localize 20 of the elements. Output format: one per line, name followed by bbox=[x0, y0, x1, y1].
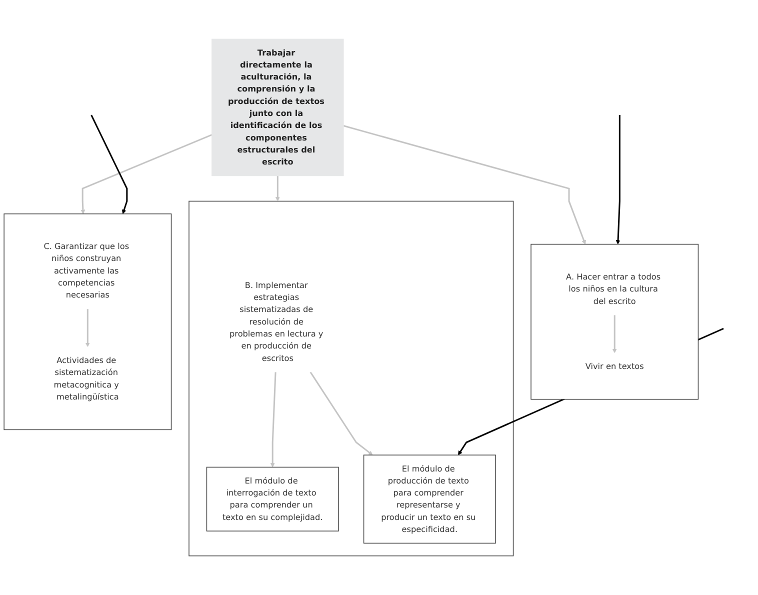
node-text: A. Hacer entrar a todos los niños en la cultura del escrito bbox=[566, 272, 661, 306]
arrow bbox=[310, 372, 373, 456]
node-text: B. Implementar estrategias sistematizadas de resolución de problemas en lectura y en producción de escritos bbox=[230, 280, 324, 363]
arrow bbox=[90, 114, 128, 214]
node-text: Actividades de sistematización metacognitica y metalingüística bbox=[54, 356, 119, 402]
arrow bbox=[275, 176, 280, 202]
arrow bbox=[80, 134, 212, 214]
node-text: Vivir en textos bbox=[585, 362, 644, 372]
arrow bbox=[616, 115, 620, 244]
arrow bbox=[270, 372, 276, 468]
arrow bbox=[612, 314, 617, 354]
cluster bbox=[188, 200, 514, 556]
cluster bbox=[4, 214, 172, 430]
node-text: C. Garantizar que los niños construyan activamente las competencias necesarias bbox=[44, 242, 130, 300]
arrow bbox=[85, 308, 90, 348]
arrow bbox=[343, 125, 586, 244]
node-box: Trabajar directamente la aculturación, la comprensión y la producción de textos junto con la identificación de los componentes estructurales del escrito bbox=[212, 38, 344, 176]
node-box: El módulo de producción de texto para comprender representarse y producir un texto en su especificidad. bbox=[363, 454, 496, 544]
cluster bbox=[530, 244, 699, 400]
node-box: El módulo de interrogación de texto para comprender un texto en su complejidad. bbox=[206, 466, 339, 532]
